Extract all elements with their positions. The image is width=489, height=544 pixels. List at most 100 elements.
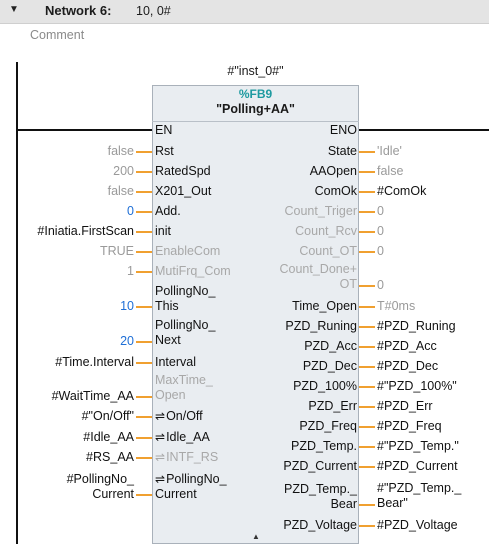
output-stub (359, 525, 375, 527)
pin-rst[interactable]: Rst (155, 144, 174, 158)
triangle-down-icon[interactable]: ▼ (9, 4, 19, 15)
pin-idle-aa[interactable]: ⇌Idle_AA (155, 430, 210, 445)
arg-aaopen[interactable]: false (377, 164, 404, 178)
pin-pzd-freq[interactable]: PZD_Freq (299, 419, 357, 433)
pin-pzd-acc[interactable]: PZD_Acc (304, 339, 357, 353)
arg-add[interactable]: 0 (127, 204, 134, 218)
pin-intf-rs[interactable]: ⇌INTF_RS (155, 450, 218, 465)
pin-init[interactable]: init (155, 224, 171, 238)
arg-pzd-temp-bear[interactable]: #"PZD_Temp._Bear" (377, 481, 461, 511)
pin-pzd-100[interactable]: PZD_100% (293, 379, 357, 393)
arg-count-done-ot[interactable]: 0 (377, 278, 384, 292)
arg-on-off[interactable]: #"On/Off" (81, 409, 134, 423)
output-stub (359, 504, 375, 506)
input-stub (136, 437, 152, 439)
block-type: %FB9 (238, 87, 273, 101)
pin-comok[interactable]: ComOk (314, 184, 357, 198)
pin-add[interactable]: Add. (155, 204, 181, 218)
eno-wire (359, 129, 489, 131)
expand-marker-icon[interactable]: ▲ (252, 532, 260, 541)
input-stub (136, 396, 152, 398)
arg-count-triger[interactable]: 0 (377, 204, 384, 218)
arg-pzd-current[interactable]: #PZD_Current (377, 459, 458, 473)
pin-aaopen[interactable]: AAOpen (309, 164, 357, 178)
output-stub (359, 426, 375, 428)
arg-pzd-err[interactable]: #PZD_Err (377, 399, 433, 413)
pin-label-line1: PZD_Temp._ (284, 482, 357, 496)
arg-init[interactable]: #Iniatia.FirstScan (37, 224, 134, 238)
arg-time-open[interactable]: T#0ms (377, 299, 416, 313)
input-stub (136, 457, 152, 459)
arg-count-ot[interactable]: 0 (377, 244, 384, 258)
pin-count-done-ot[interactable]: Count_Done+OT (280, 262, 358, 292)
arg-ratedspd[interactable]: 200 (113, 164, 134, 178)
output-stub (359, 346, 375, 348)
pin-on-off[interactable]: ⇌On/Off (155, 409, 203, 424)
pin-pzd-dec[interactable]: PZD_Dec (302, 359, 357, 373)
arg-pzd-freq[interactable]: #PZD_Freq (377, 419, 442, 433)
pin-pzd-temp-bear[interactable]: PZD_Temp._Bear (284, 482, 357, 512)
pin-count-rcv[interactable]: Count_Rcv (295, 224, 357, 238)
pin-mutifrq-com[interactable]: MutiFrq_Com (155, 264, 231, 278)
arg-x201-out[interactable]: false (107, 184, 134, 198)
pin-en[interactable]: EN (155, 123, 173, 137)
in-out-arrows-icon: ⇌ (155, 450, 166, 464)
network-header[interactable]: ▼ Network 6: 10, 0# (0, 0, 489, 24)
arg-pzd-voltage[interactable]: #PZD_Voltage (377, 518, 458, 532)
arg-maxtime-open[interactable]: #WaitTime_AA (51, 389, 134, 403)
network-comment[interactable]: Comment (30, 28, 85, 42)
output-stub (359, 446, 375, 448)
pin-pzd-voltage[interactable]: PZD_Voltage (283, 518, 357, 532)
pin-maxtime-open[interactable]: MaxTime_Open (155, 373, 213, 403)
pin-interval[interactable]: Interval (155, 355, 196, 369)
input-stub (136, 341, 152, 343)
pin-time-open[interactable]: Time_Open (292, 299, 357, 313)
input-stub (136, 362, 152, 364)
pin-pollingno-this[interactable]: PollingNo_This (155, 284, 215, 314)
pin-count-ot[interactable]: Count_OT (299, 244, 357, 258)
in-out-arrows-icon: ⇌ (155, 472, 166, 486)
arg-pzd-runing[interactable]: #PZD_Runing (377, 319, 456, 333)
arg-intf-rs[interactable]: #RS_AA (86, 450, 134, 464)
pin-ratedspd[interactable]: RatedSpd (155, 164, 211, 178)
pin-pzd-temp[interactable]: PZD_Temp. (291, 439, 357, 453)
pin-state[interactable]: State (327, 144, 357, 158)
input-stub (136, 231, 152, 233)
function-block[interactable] (152, 85, 359, 544)
arg-pzd-dec[interactable]: #PZD_Dec (377, 359, 439, 373)
arg-count-rcv[interactable]: 0 (377, 224, 384, 238)
pin-pzd-err[interactable]: PZD_Err (308, 399, 357, 413)
pin-pollingno-next[interactable]: PollingNo_Next (155, 318, 215, 348)
arg-interval[interactable]: #Time.Interval (55, 355, 134, 369)
arg-rst[interactable]: false (107, 144, 134, 158)
pin-label-line1: MaxTime_ (155, 373, 213, 387)
arg-pzd-temp[interactable]: #"PZD_Temp." (377, 439, 459, 453)
arg-state[interactable]: 'Idle' (377, 144, 402, 158)
pin-x201-out[interactable]: X201_Out (155, 184, 212, 198)
input-stub (136, 306, 152, 308)
input-stub (136, 271, 152, 273)
arg-pollingno-this[interactable]: 10 (120, 299, 134, 313)
pin-count-triger[interactable]: Count_Triger (284, 204, 358, 218)
output-stub (359, 191, 375, 193)
input-stub (136, 211, 152, 213)
pin-pollingno-current[interactable]: ⇌PollingNo_Current (155, 472, 227, 502)
arg-pollingno-current[interactable]: #PollingNo_Current (67, 472, 134, 502)
pin-pzd-runing[interactable]: PZD_Runing (285, 319, 357, 333)
network-name[interactable]: 10, 0# (136, 4, 171, 18)
pin-enablecom[interactable]: EnableCom (155, 244, 221, 258)
arg-pzd-100[interactable]: #"PZD_100%" (377, 379, 457, 393)
arg-comok[interactable]: #ComOk (377, 184, 427, 198)
arg-pollingno-next[interactable]: 20 (120, 334, 134, 348)
arg-mutifrq-com[interactable]: 1 (127, 264, 134, 278)
pin-label-line2: OT (339, 277, 357, 291)
in-out-arrows-icon: ⇌ (155, 409, 166, 423)
network-title: Network 6: (45, 3, 112, 18)
arg-idle-aa[interactable]: #Idle_AA (83, 430, 134, 444)
arg-enablecom[interactable]: TRUE (99, 244, 134, 258)
instance-name[interactable]: #"inst_0#" (227, 64, 284, 78)
pin-eno[interactable]: ENO (329, 123, 357, 137)
pin-pzd-current[interactable]: PZD_Current (283, 459, 357, 473)
output-stub (359, 211, 375, 213)
arg-pzd-acc[interactable]: #PZD_Acc (377, 339, 437, 353)
